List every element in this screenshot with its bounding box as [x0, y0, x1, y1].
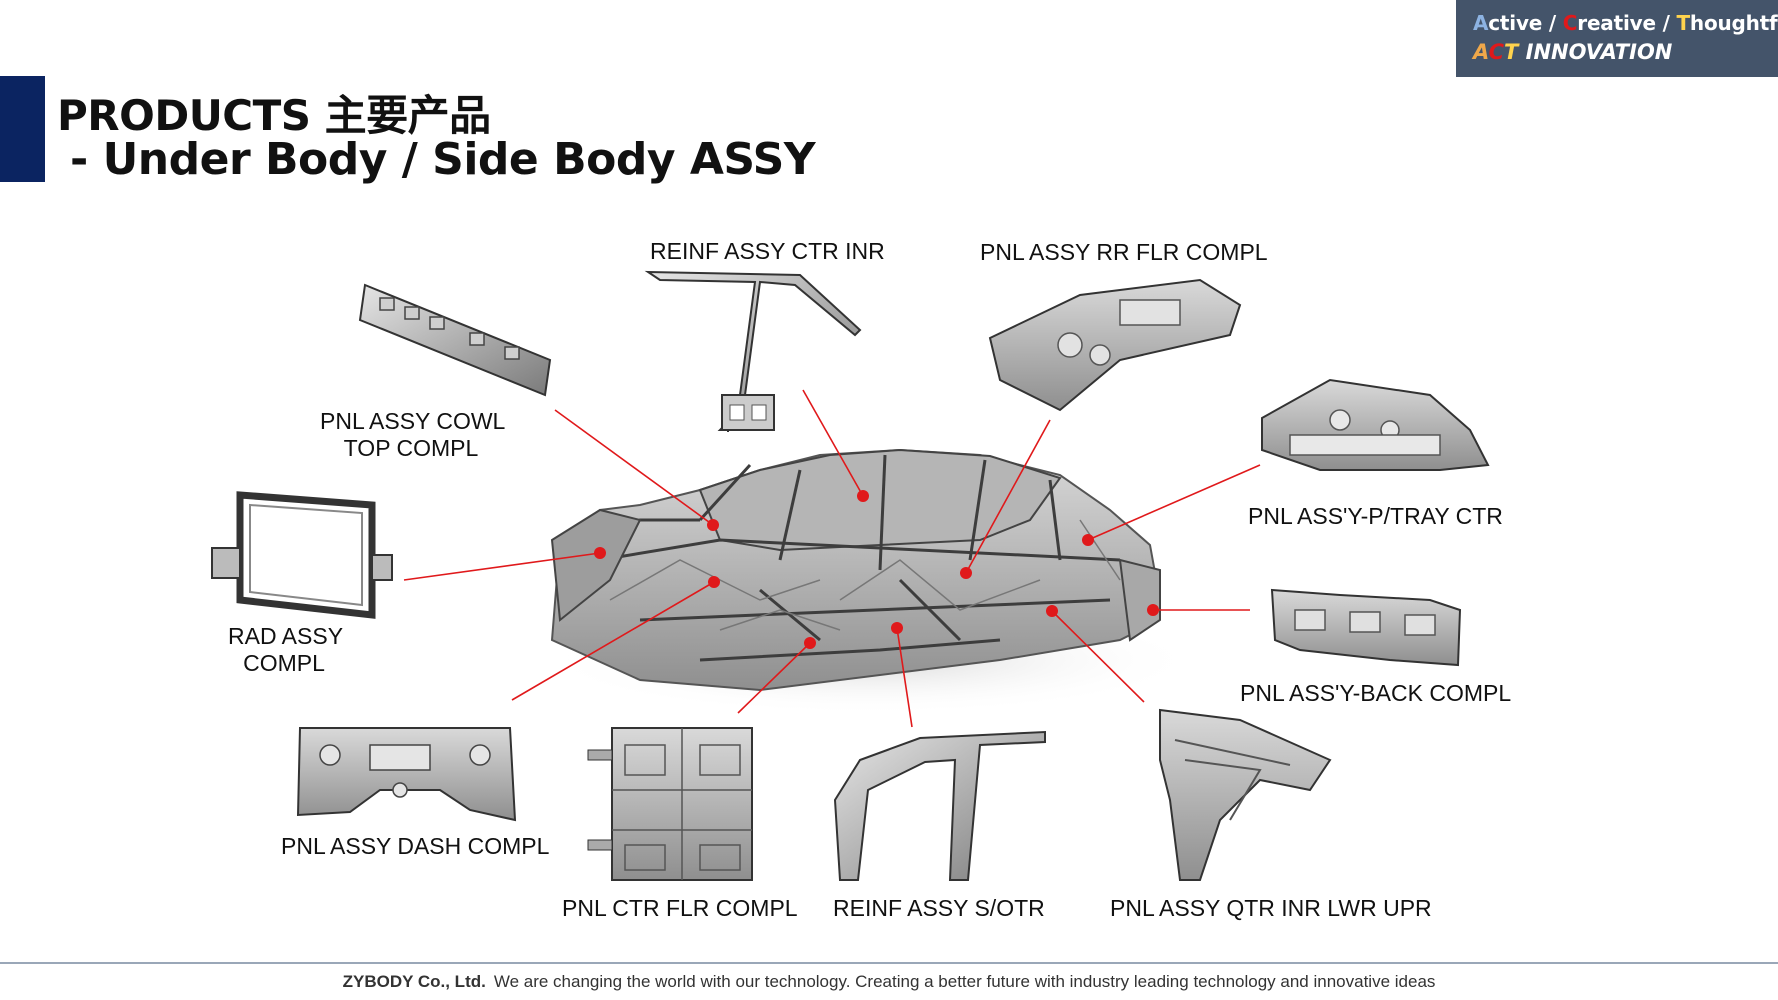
footer: ZYBODY Co., Ltd. We are changing the worl…: [0, 972, 1778, 992]
footer-divider: [0, 962, 1778, 964]
brand-letter-a: A: [1473, 40, 1489, 64]
label-pnl-assy-rr-flr-compl: PNL ASSY RR FLR COMPL: [980, 239, 1268, 265]
brand-letter-c: C: [1488, 40, 1505, 64]
page-subtitle: - Under Body / Side Body ASSY: [70, 134, 816, 185]
badge-word-active: ctive /: [1488, 11, 1563, 35]
label-pnl-assy-back-compl: PNL ASS'Y-BACK COMPL: [1240, 680, 1512, 706]
car-body-in-white-icon: [540, 448, 1200, 715]
page-title: PRODUCTS 主要产品: [57, 91, 491, 140]
badge-letter-a: A: [1473, 11, 1489, 35]
label-pnl-ctr-flr-compl: PNL CTR FLR COMPL: [562, 895, 798, 921]
dash-panel-part-icon: [296, 727, 517, 822]
label-pnl-assy-cowl-top: PNL ASSY COWL TOP COMPL: [320, 408, 506, 462]
footer-slogan: We are changing the world with our techn…: [493, 972, 1436, 991]
label-reinf-assy-ctr-inr: REINF ASSY CTR INR: [650, 238, 885, 264]
label-rad-assy-compl: RAD ASSY COMPL: [228, 623, 344, 677]
brand-letter-t: T: [1504, 40, 1519, 64]
badge-slogan: Active / Creative / Thoughtful: [1473, 11, 1778, 35]
center-floor-part-icon: [587, 727, 753, 881]
back-panel-part-icon: [1270, 588, 1462, 667]
callout-lines: [403, 389, 1261, 728]
quarter-inner-part-icon: [1159, 708, 1332, 881]
cowl-top-part-icon: [358, 283, 552, 397]
label-rad-line2: COMPL: [243, 650, 325, 676]
label-cowl-line2: TOP COMPL: [343, 435, 479, 461]
badge-word-creative: reative /: [1577, 11, 1677, 35]
rear-floor-part-icon: [988, 278, 1242, 412]
callout-dots: [594, 490, 1159, 649]
label-pnl-assy-dash-compl: PNL ASSY DASH COMPL: [281, 833, 550, 859]
title-accent-bar: [0, 76, 45, 182]
badge-letter-t: T: [1676, 11, 1690, 35]
radiator-support-part-icon: [211, 491, 393, 619]
label-pnl-assy-qtr-inr-lwr-upr: PNL ASSY QTR INR LWR UPR: [1110, 895, 1432, 921]
brand-innovation: INNOVATION: [1518, 40, 1673, 64]
label-rad-line1: RAD ASSY: [228, 623, 344, 649]
header-badge: Active / Creative / Thoughtful ACT INNOV…: [1456, 0, 1778, 77]
package-tray-part-icon: [1261, 378, 1490, 471]
center-pillar-part-icon: [644, 270, 862, 432]
label-reinf-assy-s-otr: REINF ASSY S/OTR: [833, 895, 1045, 921]
badge-letter-c: C: [1562, 11, 1578, 35]
badge-word-thoughtful: houghtful: [1689, 11, 1778, 35]
label-pnl-assy-p-tray-ctr: PNL ASS'Y-P/TRAY CTR: [1248, 503, 1503, 529]
badge-brand: ACT INNOVATION: [1473, 40, 1672, 64]
side-outer-part-icon: [833, 730, 1046, 881]
label-cowl-line1: PNL ASSY COWL: [320, 408, 506, 434]
footer-company: ZYBODY Co., Ltd.: [342, 972, 486, 991]
